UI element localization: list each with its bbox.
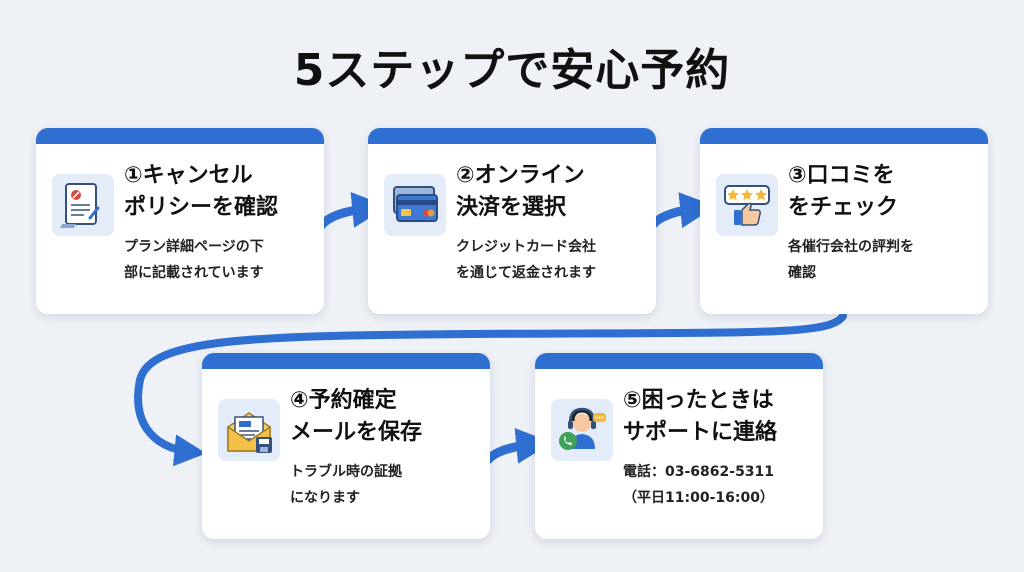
- email-save-icon: [218, 399, 280, 461]
- step-card-1: ①キャンセル ポリシーを確認 プラン詳細ページの下 部に記載されています: [36, 128, 324, 314]
- support-operator-icon: [551, 399, 613, 461]
- credit-card-icon: [384, 174, 446, 236]
- card-accent-bar: [202, 353, 490, 369]
- page-title: 5ステップで安心予約: [293, 45, 731, 96]
- step-card-5: ⑤困ったときは サポートに連絡 電話：03-6862-5311 （平日11:00…: [535, 353, 823, 539]
- step-card-3: ③口コミを をチェック 各催行会社の評判を 確認: [700, 128, 988, 314]
- step-description: 各催行会社の評判を 確認: [788, 239, 914, 281]
- step-description: 電話：03-6862-5311 （平日11:00-16:00）: [623, 464, 775, 506]
- card-accent-bar: [368, 128, 656, 144]
- step-card-4: ④予約確定 メールを保存 トラブル時の証拠 になります: [202, 353, 490, 539]
- review-thumbs-up-icon: [716, 174, 778, 236]
- step-description: トラブル時の証拠 になります: [290, 464, 402, 506]
- arrow-step3-to-step4: [134, 312, 847, 467]
- step-card-2: ②オンライン 決済を選択 クレジットカード会社 を通じて返金されます: [368, 128, 656, 314]
- step-heading: ①キャンセル ポリシーを確認: [124, 163, 279, 220]
- step-heading: ④予約確定 メールを保存: [290, 388, 423, 445]
- step-heading: ③口コミを をチェック: [788, 163, 899, 220]
- card-accent-bar: [36, 128, 324, 144]
- step-heading: ②オンライン 決済を選択: [456, 163, 585, 220]
- step-heading: ⑤困ったときは サポートに連絡: [623, 388, 778, 445]
- card-accent-bar: [700, 128, 988, 144]
- card-accent-bar: [535, 353, 823, 369]
- step-description: プラン詳細ページの下 部に記載されています: [124, 239, 264, 281]
- policy-document-icon: [52, 174, 114, 236]
- step-description: クレジットカード会社 を通じて返金されます: [456, 239, 596, 281]
